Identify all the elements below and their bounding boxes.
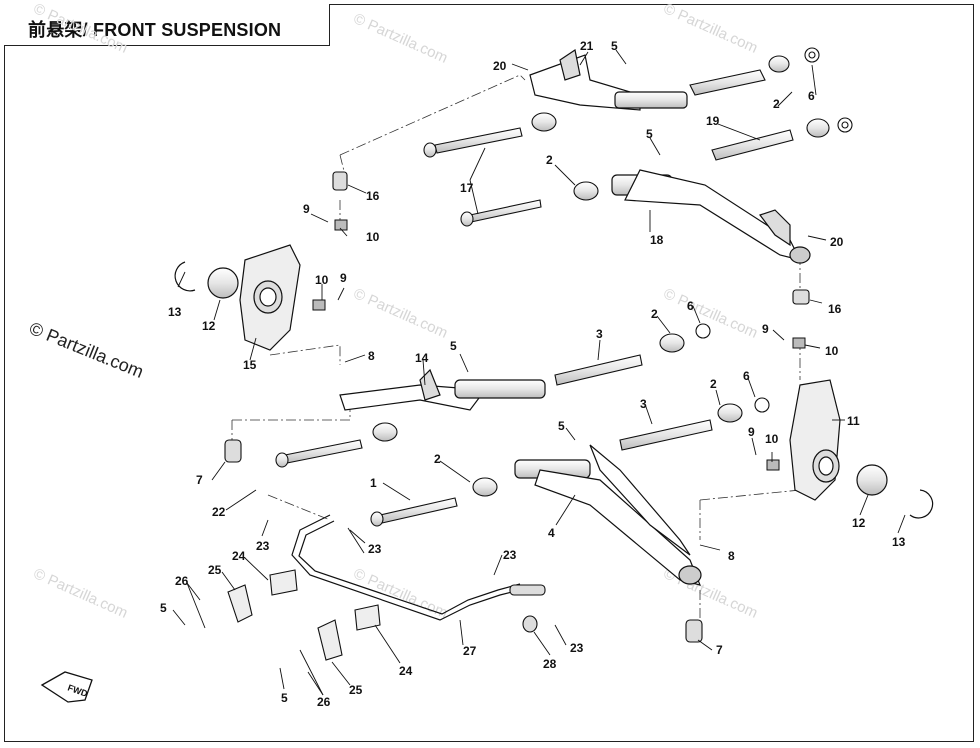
callout: 10 bbox=[825, 344, 839, 358]
top-right-bushings bbox=[689, 47, 853, 161]
left-steering-knuckle bbox=[174, 244, 301, 351]
callout: 13 bbox=[892, 535, 906, 549]
long-bolt-1 bbox=[275, 422, 498, 527]
callout: 20 bbox=[493, 59, 507, 73]
upper-front-a-arm bbox=[611, 169, 811, 264]
callout: 6 bbox=[743, 369, 750, 383]
callout: 22 bbox=[212, 505, 226, 519]
callout: 10 bbox=[315, 273, 329, 287]
callout: 16 bbox=[828, 302, 842, 316]
pivot-shafts bbox=[554, 323, 770, 451]
callout: 6 bbox=[687, 299, 694, 313]
stabilizer-bar bbox=[291, 514, 521, 621]
callout: 5 bbox=[450, 339, 457, 353]
callout: 8 bbox=[368, 349, 375, 363]
title-box: 前悬架/ FRONT SUSPENSION bbox=[4, 4, 330, 46]
callout: 9 bbox=[340, 271, 347, 285]
callout: 7 bbox=[196, 473, 203, 487]
lower-rear-a-arm bbox=[339, 368, 546, 411]
callout: 11 bbox=[847, 414, 860, 428]
callout: 1 bbox=[370, 476, 377, 490]
callout: 28 bbox=[543, 657, 557, 671]
callout: 23 bbox=[503, 548, 517, 562]
callout: 12 bbox=[852, 516, 866, 530]
callout: 6 bbox=[808, 89, 815, 103]
callout: 9 bbox=[303, 202, 310, 216]
callout: 9 bbox=[762, 322, 769, 336]
bar-brackets bbox=[227, 569, 381, 661]
callout: 18 bbox=[650, 233, 664, 247]
ball-joints bbox=[224, 171, 810, 643]
nuts bbox=[312, 219, 806, 471]
callout: 25 bbox=[208, 563, 222, 577]
callout: 9 bbox=[748, 425, 755, 439]
callout: 14 bbox=[415, 351, 429, 365]
callout: 26 bbox=[317, 695, 331, 709]
long-bolt-17 bbox=[423, 112, 599, 227]
callout: 21 bbox=[580, 39, 594, 53]
stabilizer-link bbox=[509, 584, 546, 633]
callout: 5 bbox=[281, 691, 288, 705]
callout: 20 bbox=[830, 235, 844, 249]
callout: 13 bbox=[168, 305, 182, 319]
callout: 2 bbox=[773, 97, 780, 111]
callout: 2 bbox=[434, 452, 441, 466]
upper-rear-a-arm bbox=[529, 49, 688, 111]
leader-lines bbox=[172, 49, 906, 696]
callout: 16 bbox=[366, 189, 380, 203]
callout: 12 bbox=[202, 319, 216, 333]
callout: 10 bbox=[366, 230, 380, 244]
callout: 24 bbox=[232, 549, 246, 563]
callout: 23 bbox=[368, 542, 382, 556]
callout: 24 bbox=[399, 664, 413, 678]
page-title: 前悬架/ FRONT SUSPENSION bbox=[28, 20, 282, 40]
alignment-lines bbox=[231, 74, 801, 620]
callout: 2 bbox=[651, 307, 658, 321]
callout: 5 bbox=[160, 601, 167, 615]
callout: 3 bbox=[640, 397, 647, 411]
callout: 23 bbox=[256, 539, 270, 553]
callout: 5 bbox=[611, 39, 618, 53]
callout-numbers: 20 21 5 2 6 19 5 2 17 16 9 10 18 20 13 1… bbox=[160, 39, 906, 709]
callout: 23 bbox=[570, 641, 584, 655]
right-steering-knuckle bbox=[789, 379, 934, 519]
callout: 26 bbox=[175, 574, 189, 588]
callout: 8 bbox=[728, 549, 735, 563]
callout: 17 bbox=[460, 181, 474, 195]
callout: 3 bbox=[596, 327, 603, 341]
callout: 27 bbox=[463, 644, 477, 658]
lower-front-a-arm bbox=[514, 444, 702, 586]
callout: 25 bbox=[349, 683, 363, 697]
callout: 5 bbox=[646, 127, 653, 141]
callout: 2 bbox=[546, 153, 553, 167]
callout: 15 bbox=[243, 358, 257, 372]
callout: 7 bbox=[716, 643, 723, 657]
callout: 10 bbox=[765, 432, 779, 446]
callout: 4 bbox=[548, 526, 555, 540]
callout: 5 bbox=[558, 419, 565, 433]
callout: 2 bbox=[710, 377, 717, 391]
diagram-frame bbox=[4, 4, 974, 742]
callout: 19 bbox=[706, 114, 720, 128]
forward-arrow-icon: FWD bbox=[40, 671, 93, 703]
